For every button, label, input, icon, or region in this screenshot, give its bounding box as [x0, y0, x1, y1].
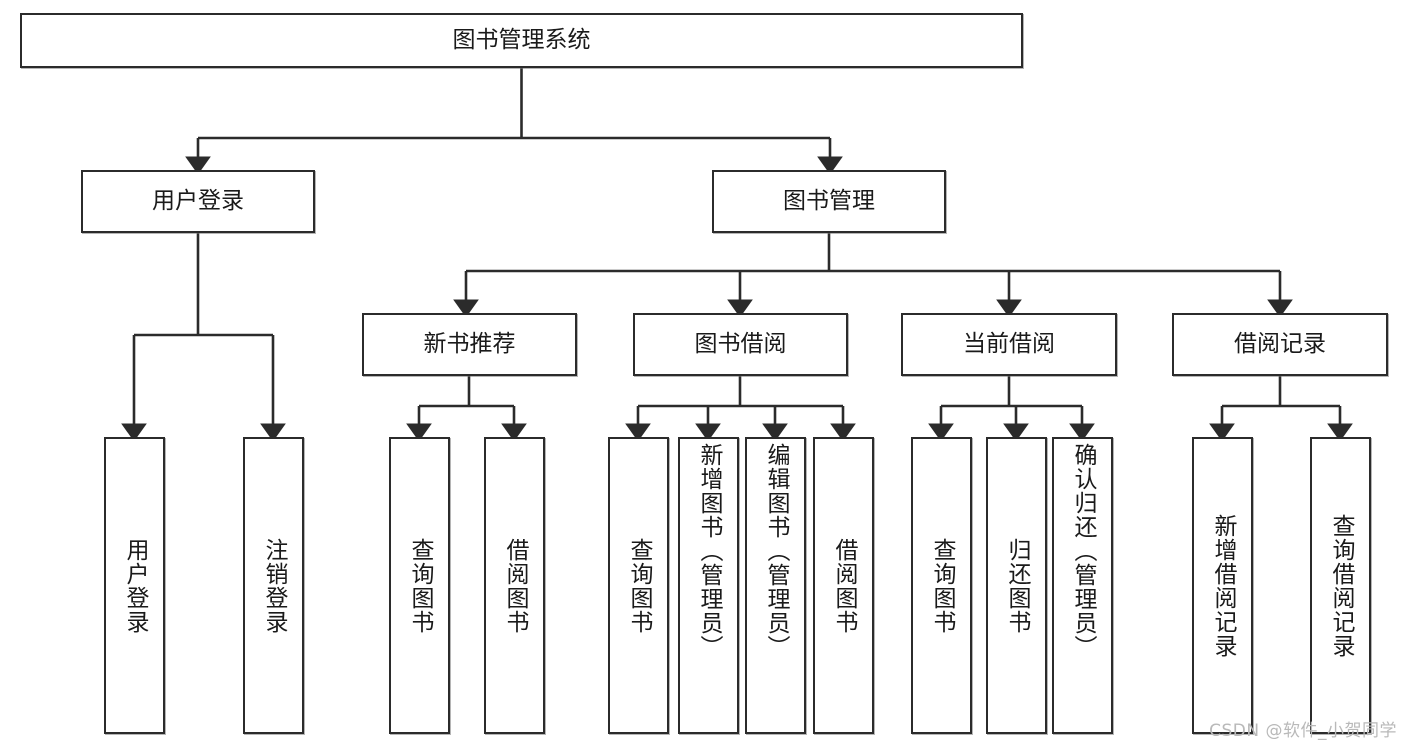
- node-new-book-recommend-label: 新书推荐: [423, 331, 516, 358]
- node-leaf-user-login-label: 用户登录: [122, 537, 148, 634]
- node-leaf-query-book-1-label: 查询图书: [407, 537, 433, 634]
- node-leaf-borrow-book-2-label: 借阅图书: [831, 537, 857, 634]
- node-leaf-user-login[interactable]: 用户登录: [104, 437, 165, 734]
- node-new-book-recommend[interactable]: 新书推荐: [362, 313, 577, 376]
- node-leaf-confirm-return-admin-label: 确认归还（管理员）: [1070, 443, 1096, 659]
- node-leaf-add-book-admin-label: 新增图书（管理员）: [696, 443, 722, 659]
- node-leaf-query-book-3[interactable]: 查询图书: [911, 437, 972, 734]
- node-root[interactable]: 图书管理系统: [20, 13, 1023, 68]
- node-leaf-logout-label: 注销登录: [261, 537, 287, 634]
- node-leaf-add-book-admin[interactable]: 新增图书（管理员）: [678, 437, 739, 734]
- node-book-manage-label: 图书管理: [783, 188, 875, 215]
- node-current-borrow[interactable]: 当前借阅: [901, 313, 1117, 376]
- node-leaf-query-book-2-label: 查询图书: [626, 537, 652, 634]
- node-leaf-query-book-2[interactable]: 查询图书: [608, 437, 669, 734]
- node-borrow-record[interactable]: 借阅记录: [1172, 313, 1388, 376]
- node-leaf-confirm-return-admin[interactable]: 确认归还（管理员）: [1052, 437, 1113, 734]
- node-user-login-label: 用户登录: [152, 188, 244, 215]
- node-leaf-borrow-book-1[interactable]: 借阅图书: [484, 437, 545, 734]
- node-book-borrow[interactable]: 图书借阅: [633, 313, 848, 376]
- node-book-borrow-label: 图书借阅: [694, 331, 787, 358]
- node-leaf-return-book[interactable]: 归还图书: [986, 437, 1047, 734]
- node-leaf-query-borrow-record[interactable]: 查询借阅记录: [1310, 437, 1371, 734]
- csdn-watermark: CSDN @软件_小贺同学: [1209, 721, 1397, 741]
- node-leaf-edit-book-admin[interactable]: 编辑图书（管理员）: [745, 437, 806, 734]
- node-leaf-return-book-label: 归还图书: [1004, 537, 1030, 634]
- node-leaf-query-borrow-record-label: 查询借阅记录: [1328, 513, 1354, 658]
- node-leaf-add-borrow-record-label: 新增借阅记录: [1210, 513, 1236, 658]
- node-user-login[interactable]: 用户登录: [81, 170, 315, 233]
- node-leaf-query-book-1[interactable]: 查询图书: [389, 437, 450, 734]
- node-leaf-query-book-3-label: 查询图书: [929, 537, 955, 634]
- node-leaf-add-borrow-record[interactable]: 新增借阅记录: [1192, 437, 1253, 734]
- node-book-manage[interactable]: 图书管理: [712, 170, 946, 233]
- node-borrow-record-label: 借阅记录: [1234, 331, 1326, 358]
- node-leaf-logout[interactable]: 注销登录: [243, 437, 304, 734]
- node-leaf-borrow-book-2[interactable]: 借阅图书: [813, 437, 874, 734]
- node-leaf-edit-book-admin-label: 编辑图书（管理员）: [763, 443, 789, 659]
- node-current-borrow-label: 当前借阅: [963, 331, 1055, 358]
- node-root-label: 图书管理系统: [452, 27, 591, 54]
- node-leaf-borrow-book-1-label: 借阅图书: [502, 537, 528, 634]
